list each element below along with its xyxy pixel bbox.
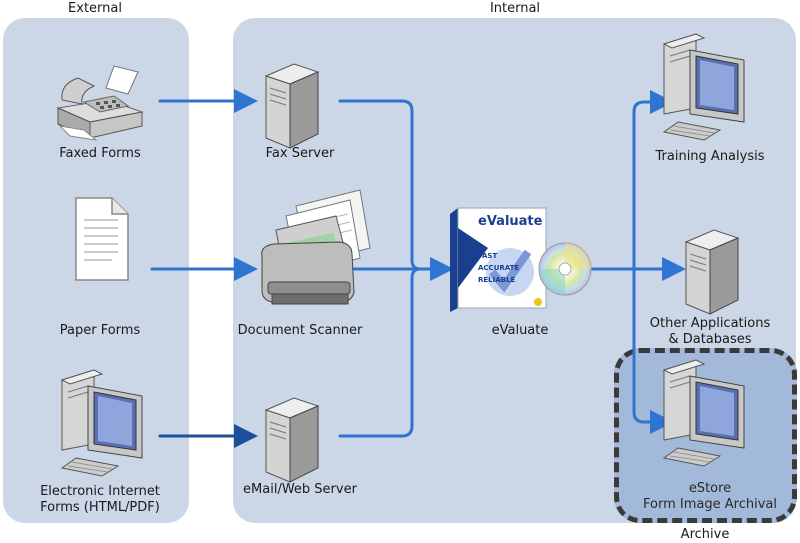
fax-server-icon	[264, 63, 320, 149]
archive-zone	[614, 348, 797, 523]
evaluate-box-icon	[450, 207, 547, 312]
estore-label-line1: eStore	[688, 481, 732, 496]
training-analysis-computer-icon	[662, 33, 745, 141]
internal-section-label: Internal	[489, 1, 541, 16]
electronic-forms-label-line1: Electronic Internet	[40, 484, 160, 499]
fax-machine-icon	[56, 65, 144, 141]
evaluate-box-feature-2: ACCURATE	[478, 264, 520, 272]
evaluate-product: eValuate FAST ACCURATE RELIABLE	[448, 207, 594, 312]
evaluate-box-feature-1: FAST	[478, 252, 498, 260]
evaluate-box-brand: eValuate	[478, 214, 543, 229]
evaluate-box-feature-3: RELIABLE	[478, 276, 516, 284]
email-server-label: eMail/Web Server	[243, 482, 357, 497]
email-server-icon	[264, 397, 320, 483]
archive-section-label: Archive	[680, 527, 730, 542]
faxed-forms-label: Faxed Forms	[59, 146, 141, 161]
arrow-email-to-evaluate	[338, 267, 422, 438]
desktop-computer-icon	[60, 369, 143, 477]
other-applications-label-line2: & Databases	[668, 332, 752, 347]
training-analysis-label: Training Analysis	[655, 149, 765, 164]
document-scanner-icon	[261, 189, 371, 305]
fax-server-label: Fax Server	[265, 146, 335, 161]
estore-label-line2: Form Image Archival	[643, 497, 777, 512]
external-section-label: External	[68, 1, 122, 16]
arrow-to-training-analysis	[632, 90, 674, 271]
other-applications-server-icon	[684, 229, 740, 315]
other-applications-label-line1: Other Applications	[649, 316, 771, 331]
paper-forms-label: Paper Forms	[59, 323, 141, 338]
cd-disc-icon	[538, 242, 592, 296]
document-scanner-label: Document Scanner	[237, 323, 363, 338]
estore-computer-icon	[662, 359, 745, 467]
electronic-forms-label-line2: Forms (HTML/PDF)	[40, 500, 160, 515]
paper-document-icon	[75, 197, 129, 281]
arrow-to-estore	[632, 267, 674, 434]
evaluate-label: eValuate	[491, 323, 549, 338]
